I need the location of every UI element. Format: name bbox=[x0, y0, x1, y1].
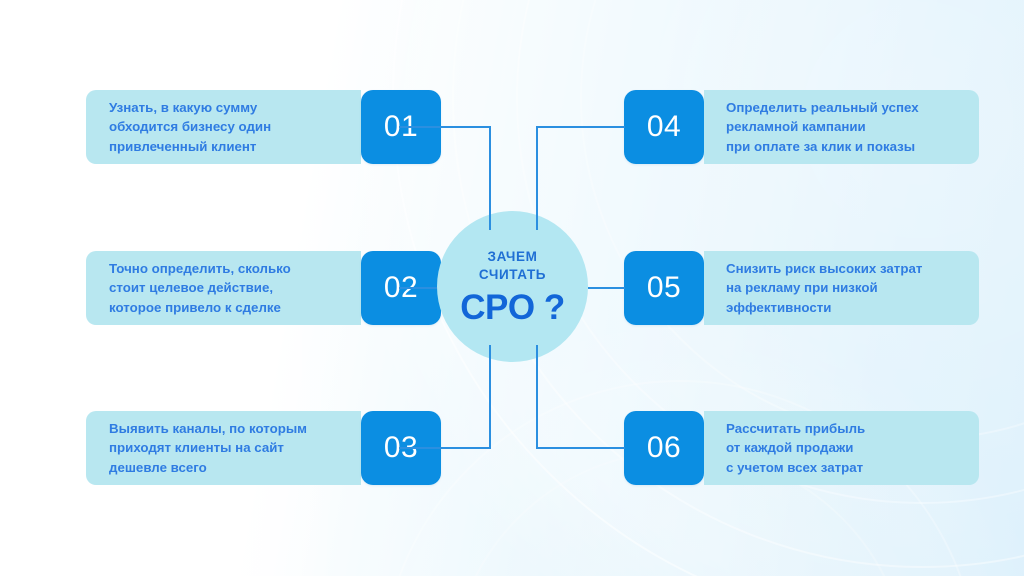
item-badge-06[interactable]: 06 bbox=[624, 411, 704, 485]
item-row-01[interactable]: Узнать, в какую сумму обходится бизнесу … bbox=[86, 90, 441, 164]
item-number-05: 05 bbox=[646, 271, 682, 304]
item-number-04: 04 bbox=[646, 110, 682, 143]
item-badge-02[interactable]: 02 bbox=[361, 251, 441, 325]
item-row-06[interactable]: 06 Рассчитать прибыль от каждой продажи … bbox=[624, 411, 979, 485]
item-badge-03[interactable]: 03 bbox=[361, 411, 441, 485]
item-text-05: Снизить риск высоких затрат на рекламу п… bbox=[726, 260, 923, 315]
center-kicker: ЗАЧЕМ СЧИТАТЬ bbox=[479, 248, 546, 284]
center-kicker-line-1: ЗАЧЕМ bbox=[487, 249, 538, 265]
item-panel-06: Рассчитать прибыль от каждой продажи с у… bbox=[704, 411, 979, 485]
center-title: CPO ? bbox=[460, 287, 565, 327]
item-badge-05[interactable]: 05 bbox=[624, 251, 704, 325]
item-row-04[interactable]: 04 Определить реальный успех рекламной к… bbox=[624, 90, 979, 164]
item-row-02[interactable]: Точно определить, сколько стоит целевое … bbox=[86, 251, 441, 325]
item-number-02: 02 bbox=[383, 271, 419, 304]
item-badge-04[interactable]: 04 bbox=[624, 90, 704, 164]
item-panel-04: Определить реальный успех рекламной камп… bbox=[704, 90, 979, 164]
item-panel-03: Выявить каналы, по которым приходят клие… bbox=[86, 411, 361, 485]
item-panel-01: Узнать, в какую сумму обходится бизнесу … bbox=[86, 90, 361, 164]
item-panel-02: Точно определить, сколько стоит целевое … bbox=[86, 251, 361, 325]
item-number-06: 06 bbox=[646, 431, 682, 464]
center-node: ЗАЧЕМ СЧИТАТЬ CPO ? bbox=[437, 211, 588, 362]
center-kicker-line-2: СЧИТАТЬ bbox=[478, 267, 547, 282]
item-text-06: Рассчитать прибыль от каждой продажи с у… bbox=[726, 420, 866, 475]
item-panel-05: Снизить риск высоких затрат на рекламу п… bbox=[704, 251, 979, 325]
item-text-01: Узнать, в какую сумму обходится бизнесу … bbox=[109, 99, 272, 154]
item-number-01: 01 bbox=[383, 110, 419, 143]
item-badge-01[interactable]: 01 bbox=[361, 90, 441, 164]
item-number-03: 03 bbox=[383, 431, 419, 464]
item-text-02: Точно определить, сколько стоит целевое … bbox=[109, 260, 291, 315]
item-row-03[interactable]: Выявить каналы, по которым приходят клие… bbox=[86, 411, 441, 485]
item-text-03: Выявить каналы, по которым приходят клие… bbox=[109, 420, 308, 475]
item-text-04: Определить реальный успех рекламной камп… bbox=[726, 99, 919, 154]
item-row-05[interactable]: 05 Снизить риск высоких затрат на реклам… bbox=[624, 251, 979, 325]
